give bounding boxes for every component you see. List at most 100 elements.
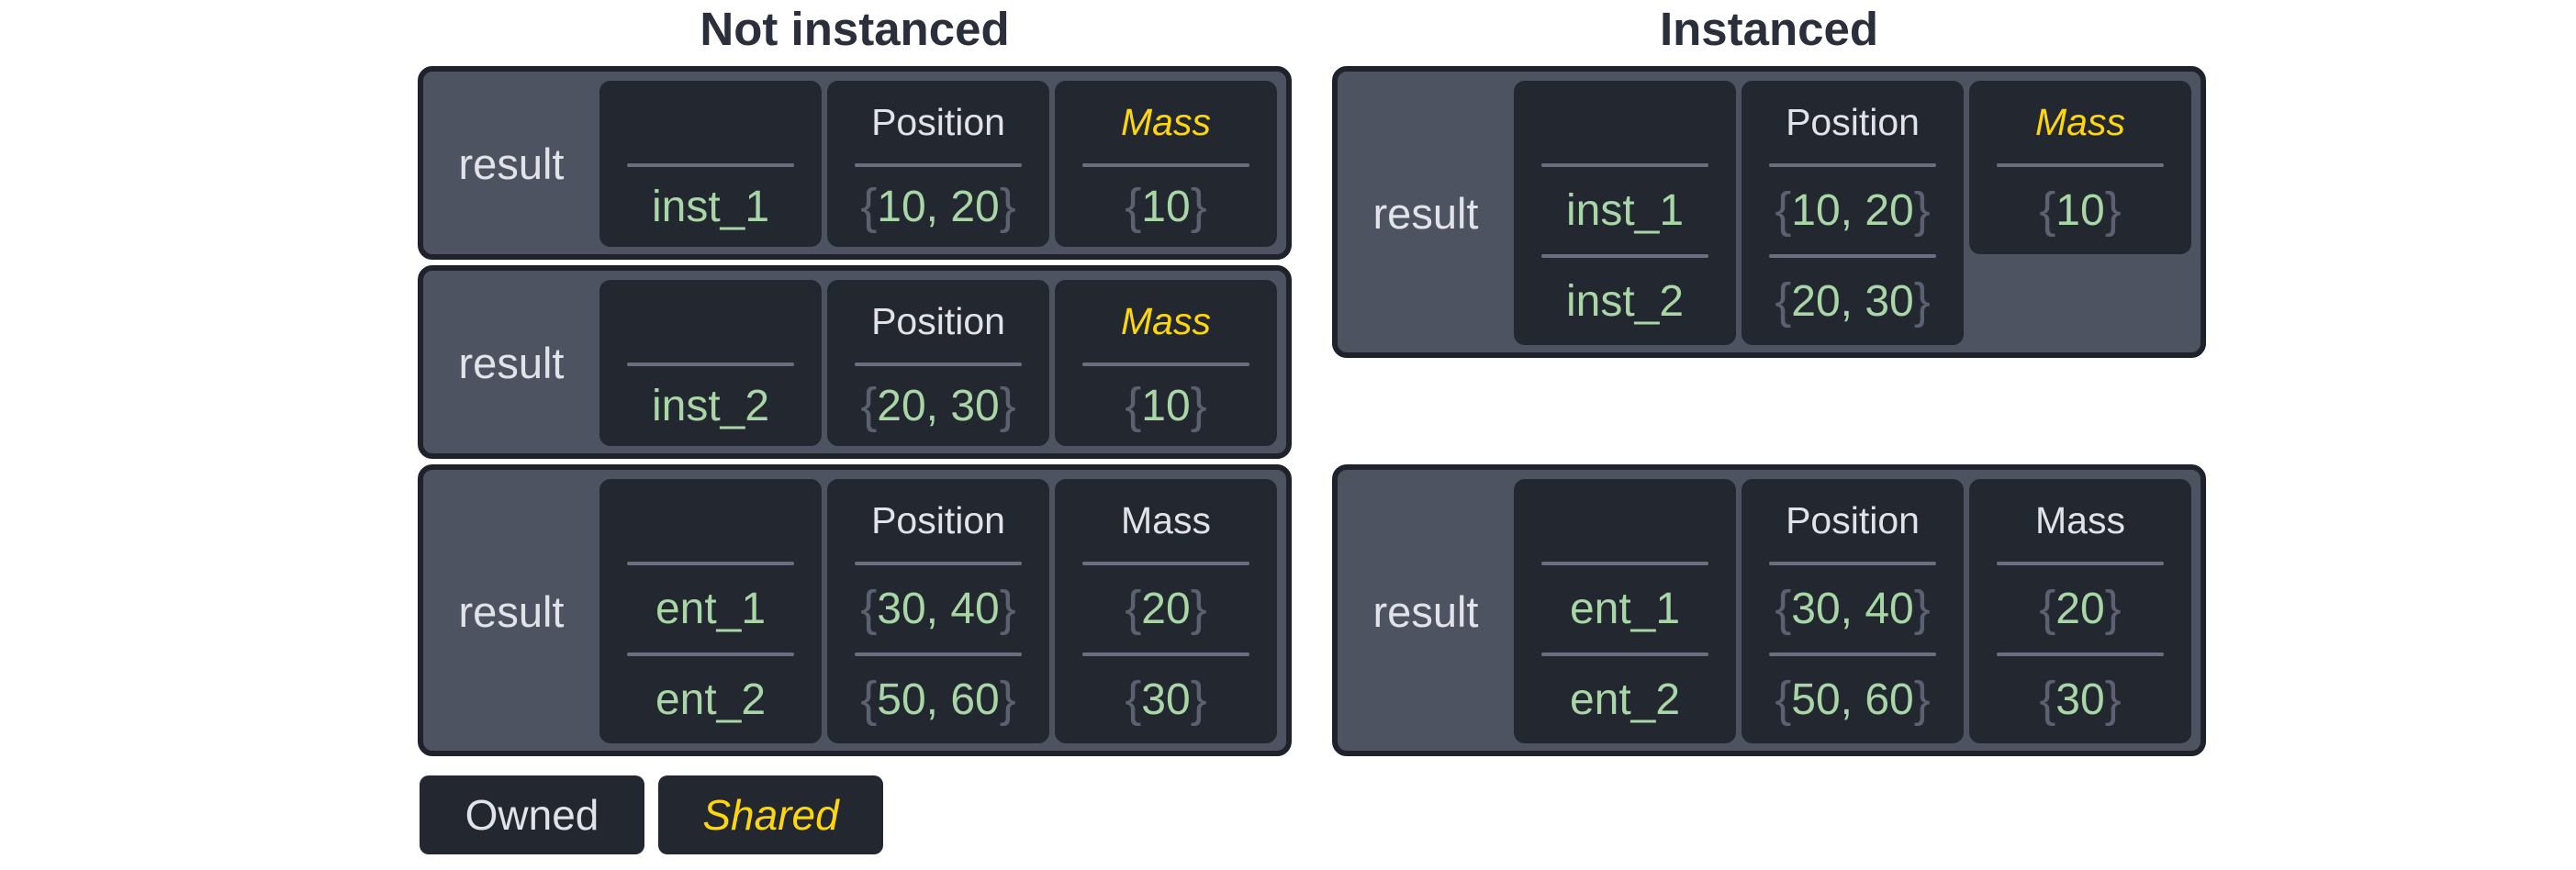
brace-open: { <box>860 178 878 234</box>
result-label: result <box>458 139 565 188</box>
brace-open: { <box>2039 182 2056 238</box>
column-header: Position <box>1786 100 1920 143</box>
brace-close: } <box>1913 182 1931 238</box>
legend-owned-badge: Owned <box>420 775 644 854</box>
position-column: Position{30, 40}{50, 60} <box>1742 479 1964 743</box>
brace-open: { <box>2039 671 2056 727</box>
component-value: {30, 40} <box>1742 565 1964 652</box>
entity-name: ent_2 <box>655 675 767 724</box>
brace-close: } <box>999 580 1016 636</box>
separator-line <box>855 652 1022 656</box>
separator-line <box>1997 652 2164 656</box>
column-header <box>599 280 822 362</box>
component-value: {20, 30} <box>827 366 1049 446</box>
mass-column: Mass{20}{30} <box>1055 479 1277 743</box>
brace-open: { <box>860 580 878 636</box>
entity-name: inst_2 <box>1565 277 1685 326</box>
brace-close: } <box>999 671 1016 727</box>
separator-line <box>855 163 1022 167</box>
entity-name: ent_1 <box>1569 585 1681 633</box>
column-header: Mass <box>1121 299 1211 342</box>
component-value: {30} <box>1055 656 1277 743</box>
mass-column: Mass{10} <box>1969 81 2191 254</box>
brace-close: } <box>1190 580 1207 636</box>
separator-line <box>1082 652 1249 656</box>
column-header <box>599 81 822 163</box>
mass-column: Mass{20}{30} <box>1969 479 2191 743</box>
entity-name: inst_1 <box>651 183 770 231</box>
position-column: Position{20, 30} <box>827 280 1049 446</box>
panel-title: Not instanced <box>700 3 1010 55</box>
value-text: 30 <box>2055 675 2105 724</box>
component-value: {20, 30} <box>1742 258 1964 345</box>
brace-open: { <box>1775 580 1792 636</box>
brace-open: { <box>1125 671 1142 727</box>
column-header: Position <box>871 100 1005 143</box>
separator-line <box>855 562 1022 565</box>
component-value: {50, 60} <box>1742 656 1964 743</box>
value-text: 10 <box>1141 382 1191 430</box>
brace-close: } <box>999 377 1016 433</box>
brace-open: { <box>1775 273 1792 329</box>
separator-line <box>1769 652 1936 656</box>
component-value: {30} <box>1969 656 2191 743</box>
entity-name: ent_1 <box>655 585 767 633</box>
value-text: 30, 40 <box>1791 585 1914 633</box>
value-text: 50, 60 <box>1791 675 1914 724</box>
brace-open: { <box>1125 377 1142 433</box>
value-text: 20, 30 <box>877 382 1000 430</box>
brace-open: { <box>860 377 878 433</box>
position-column: Position{30, 40}{50, 60} <box>827 479 1049 743</box>
brace-close: } <box>1913 580 1931 636</box>
separator-line <box>1997 163 2164 167</box>
value-text: 10, 20 <box>877 183 1000 231</box>
separator-line <box>1769 254 1936 258</box>
brace-open: { <box>1775 182 1792 238</box>
separator-line <box>627 163 794 167</box>
component-value: {30, 40} <box>827 565 1049 652</box>
column-header: Position <box>871 498 1005 541</box>
component-value: {50, 60} <box>827 656 1049 743</box>
separator-line <box>1082 362 1249 366</box>
value-text: 10, 20 <box>1791 186 1914 235</box>
legend-shared-badge: Shared <box>658 775 883 854</box>
separator-line <box>627 652 794 656</box>
brace-close: } <box>1190 377 1207 433</box>
brace-open: { <box>860 671 878 727</box>
legend: Owned Shared <box>418 775 1292 854</box>
component-value: {10, 20} <box>1742 167 1964 254</box>
separator-line <box>1082 163 1249 167</box>
result-label: result <box>458 339 565 387</box>
column-header <box>599 479 822 562</box>
separator-line <box>627 362 794 366</box>
mass-column: Mass {10} <box>1055 280 1277 446</box>
separator-line <box>627 562 794 565</box>
separator-line <box>1541 163 1708 167</box>
brace-close: } <box>1913 671 1931 727</box>
brace-open: { <box>2039 580 2056 636</box>
separator-line <box>1541 562 1708 565</box>
brace-close: } <box>1913 273 1931 329</box>
component-value: {10} <box>1055 167 1277 247</box>
position-column: Position{10, 20}{20, 30} <box>1742 81 1964 345</box>
brace-close: } <box>1190 178 1207 234</box>
value-text: 30, 40 <box>877 585 1000 633</box>
separator-line <box>1769 562 1936 565</box>
separator-line <box>1541 652 1708 656</box>
component-value: {10} <box>1055 366 1277 446</box>
entity-column: inst_1 <box>599 81 822 247</box>
separator-line <box>1769 163 1936 167</box>
component-value: {10} <box>1969 167 2191 254</box>
column-header <box>1514 479 1736 562</box>
entity-column: ent_1 ent_2 <box>599 479 822 743</box>
